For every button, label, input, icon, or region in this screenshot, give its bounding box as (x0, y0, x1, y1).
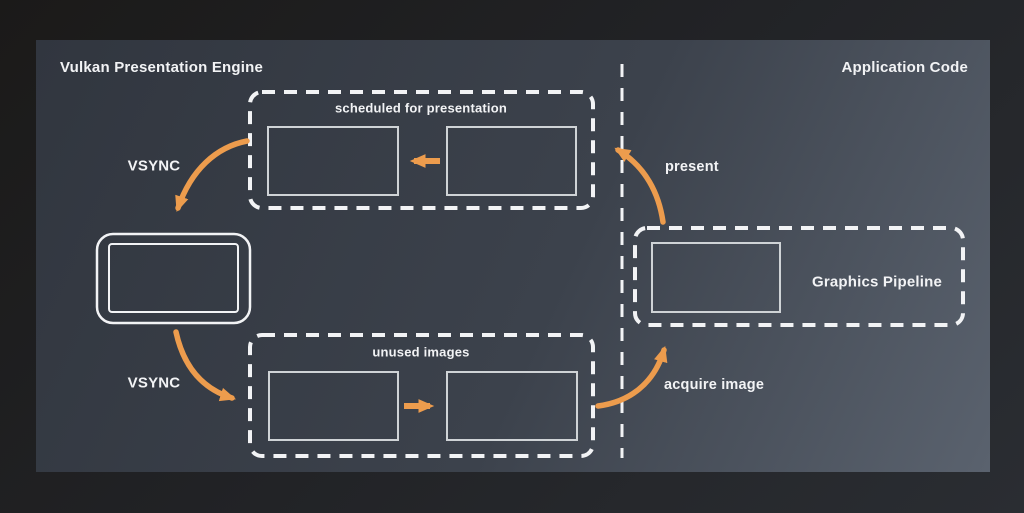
left-section-title: Vulkan Presentation Engine (60, 59, 264, 76)
diagram-panel (36, 40, 990, 472)
acquire-image-label: acquire image (664, 377, 765, 393)
scheduled-group-caption: scheduled for presentation (334, 100, 508, 116)
right-section-title: Application Code (841, 59, 968, 76)
present-label: present (665, 159, 719, 175)
unused-group-caption: unused images (372, 344, 470, 360)
graphics-pipeline-label: Graphics Pipeline (811, 273, 943, 291)
vsync-bottom-label: VSYNC (127, 374, 181, 392)
vsync-top-label: VSYNC (127, 157, 181, 175)
